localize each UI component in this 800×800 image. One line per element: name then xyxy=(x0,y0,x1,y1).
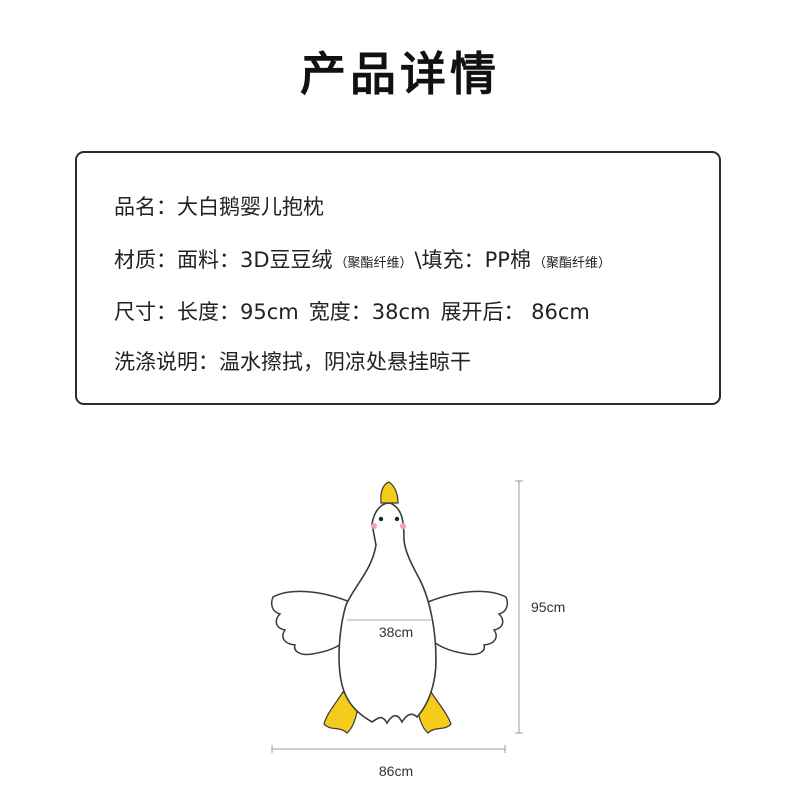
right-wing xyxy=(427,590,509,656)
right-cheek xyxy=(400,523,406,529)
length-text: 长度：95cm xyxy=(177,300,299,324)
width-text: 宽度：38cm xyxy=(308,300,431,324)
spread-label: 86cm xyxy=(379,763,413,779)
left-wing xyxy=(270,590,351,656)
right-eye xyxy=(394,516,400,522)
height-label: 95cm xyxy=(531,599,565,615)
left-eye xyxy=(378,516,384,522)
product-info-box: 品名：大白鹅婴儿抱枕 材质：面料：3D豆豆绒（聚酯纤维）\填充：PP棉（聚酯纤维… xyxy=(75,151,721,405)
name-row: 品名：大白鹅婴儿抱枕 xyxy=(114,197,324,218)
page-title: 产品详情 xyxy=(300,47,500,101)
spread-dimension-line xyxy=(271,745,506,753)
wash-label: 洗涤说明： xyxy=(114,350,219,374)
name-value: 大白鹅婴儿抱枕 xyxy=(177,195,324,219)
left-cheek xyxy=(371,523,377,529)
height-dimension-line xyxy=(515,480,523,734)
material-label: 材质： xyxy=(114,248,177,272)
wash-value: 温水擦拭，阴凉处悬挂晾干 xyxy=(219,350,471,374)
filling-note: （聚酯纤维） xyxy=(532,256,611,271)
width-label: 38cm xyxy=(379,624,413,640)
wash-row: 洗涤说明：温水擦拭，阴凉处悬挂晾干 xyxy=(114,352,471,373)
goose-body xyxy=(338,502,437,725)
fabric-note: （聚酯纤维） xyxy=(334,256,413,271)
size-row: 尺寸：长度：95cm 宽度：38cm 展开后： 86cm xyxy=(114,302,590,323)
filling-text: \填充：PP棉 xyxy=(414,248,531,272)
spread-text: 展开后： 86cm xyxy=(440,300,590,324)
fabric-text: 面料：3D豆豆绒 xyxy=(177,248,333,272)
size-label: 尺寸： xyxy=(114,300,177,324)
beak xyxy=(380,481,399,504)
material-row: 材质：面料：3D豆豆绒（聚酯纤维）\填充：PP棉（聚酯纤维） xyxy=(114,250,613,271)
name-label: 品名： xyxy=(114,195,177,219)
